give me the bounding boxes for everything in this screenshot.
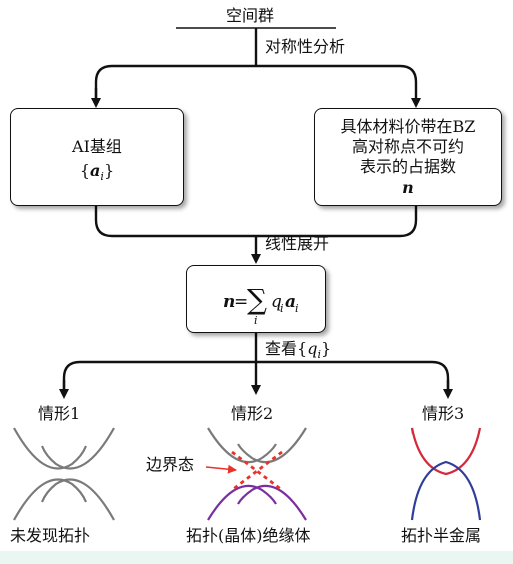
- case1-upper-band-left: [13, 427, 88, 470]
- left-box-basis-symbol: a: [90, 161, 101, 180]
- step3-q-sub: i: [317, 348, 321, 362]
- merge-bracket: [94, 205, 418, 238]
- case3-red-band: [410, 427, 482, 476]
- top-label: 空间群: [226, 6, 275, 25]
- formula-equals: =: [234, 292, 249, 312]
- formula-sum-index: i: [254, 314, 258, 327]
- formula-sum: ∑: [247, 283, 267, 316]
- case3-red-left-tail: [410, 427, 415, 435]
- formula-box: n = ∑ i q i a i: [186, 265, 326, 333]
- case3-blue-band: [410, 460, 482, 521]
- right-box-line3: 表示的占据数: [359, 157, 456, 176]
- case3-bands: [410, 427, 482, 521]
- left-box-basis-sub: i: [100, 170, 104, 184]
- left-box-basis-open: {: [79, 161, 91, 180]
- step3-open: {: [297, 339, 308, 358]
- left-box-basis: {ai}: [11, 161, 183, 184]
- formula-a: a: [285, 292, 297, 312]
- formula: n = ∑ i q i a i: [223, 280, 313, 327]
- formula-a-sub: i: [295, 302, 299, 315]
- left-box-title: AI基组: [72, 137, 122, 156]
- formula-q: q: [271, 292, 282, 312]
- case3-title: 情形3: [422, 404, 465, 423]
- case2-lower-band-right: [237, 484, 307, 521]
- bottom-bar: [0, 551, 513, 564]
- step1-label: 对称性分析: [265, 37, 346, 56]
- edge-state-pointer: [205, 464, 237, 474]
- top-bracket: [94, 64, 421, 108]
- right-box-line4: n: [402, 178, 414, 197]
- step3-text: 查看: [265, 339, 298, 358]
- case1-lower-band-left: [13, 478, 88, 521]
- case1-lower-band-right: [40, 478, 115, 521]
- case2-edge-state-1: [231, 450, 283, 492]
- case1-bands: [13, 427, 115, 521]
- right-box: 具体材料价带在BZ 高对称点不可约 表示的占据数 n: [314, 108, 502, 206]
- formula-lhs: n: [223, 292, 236, 312]
- left-box: AI基组 {ai}: [10, 108, 184, 206]
- right-box-line2: 高对称点不可约: [351, 137, 464, 156]
- case3-caption: 拓扑半金属: [401, 526, 482, 545]
- case2-caption: 拓扑(晶体)绝缘体: [186, 526, 311, 545]
- case2-upper-band-right: [237, 427, 307, 464]
- case2-bands: [207, 427, 307, 521]
- case2-lower-band-left: [207, 484, 277, 521]
- bottom-bracket: [62, 360, 450, 392]
- case2-title: 情形2: [231, 404, 274, 423]
- case1-caption: 未发现拓扑: [10, 526, 91, 545]
- case2-upper-band-left: [207, 427, 277, 464]
- step3-label: 查看{qi}: [265, 339, 332, 362]
- left-box-basis-close: }: [103, 161, 115, 180]
- case2-edge-state-2: [231, 450, 283, 492]
- case1-upper-band-right: [40, 427, 115, 470]
- step3-close: }: [320, 339, 332, 358]
- step2-label: 线性展开: [265, 234, 330, 253]
- formula-q-sub: i: [280, 302, 284, 315]
- case1-title: 情形1: [38, 404, 81, 423]
- edge-state-label: 边界态: [146, 455, 195, 474]
- step3-q: q: [307, 339, 318, 358]
- right-box-line1: 具体材料价带在BZ: [340, 117, 476, 136]
